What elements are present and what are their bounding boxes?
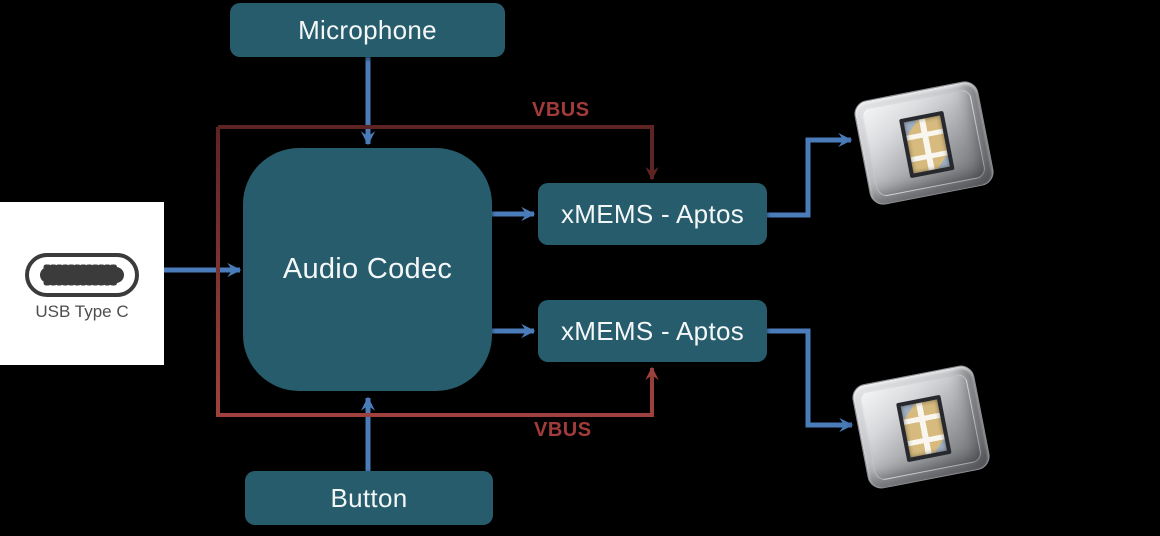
- usb-type-c-label: USB Type C: [35, 302, 129, 321]
- audio-codec-node: Audio Codec: [243, 148, 492, 391]
- xmems-aptos-bottom-label: xMEMS - Aptos: [560, 315, 745, 346]
- microphone-node: Microphone: [230, 3, 505, 57]
- amp-top-to-speaker-arrow: [767, 132, 853, 218]
- amp-bottom-to-speaker-arrow: [767, 328, 854, 433]
- xmems-aptos-top-node: xMEMS - Aptos: [538, 183, 767, 245]
- usb-type-c-icon: [25, 253, 139, 297]
- xmems-aptos-top-label: xMEMS - Aptos: [560, 198, 745, 229]
- audio-codec-label: Audio Codec: [282, 253, 453, 285]
- vbus-label-bottom: VBUS: [534, 419, 592, 441]
- button-node: Button: [245, 471, 493, 525]
- vbus-line-bottom: [216, 127, 659, 417]
- microphone-label: Microphone: [298, 14, 437, 45]
- vbus-label-top: VBUS: [532, 99, 590, 121]
- vbus-line-top: [218, 125, 659, 181]
- xmems-aptos-bottom-node: xMEMS - Aptos: [538, 300, 767, 362]
- usb-type-c-panel: USB Type C: [0, 202, 164, 365]
- button-label: Button: [330, 482, 408, 513]
